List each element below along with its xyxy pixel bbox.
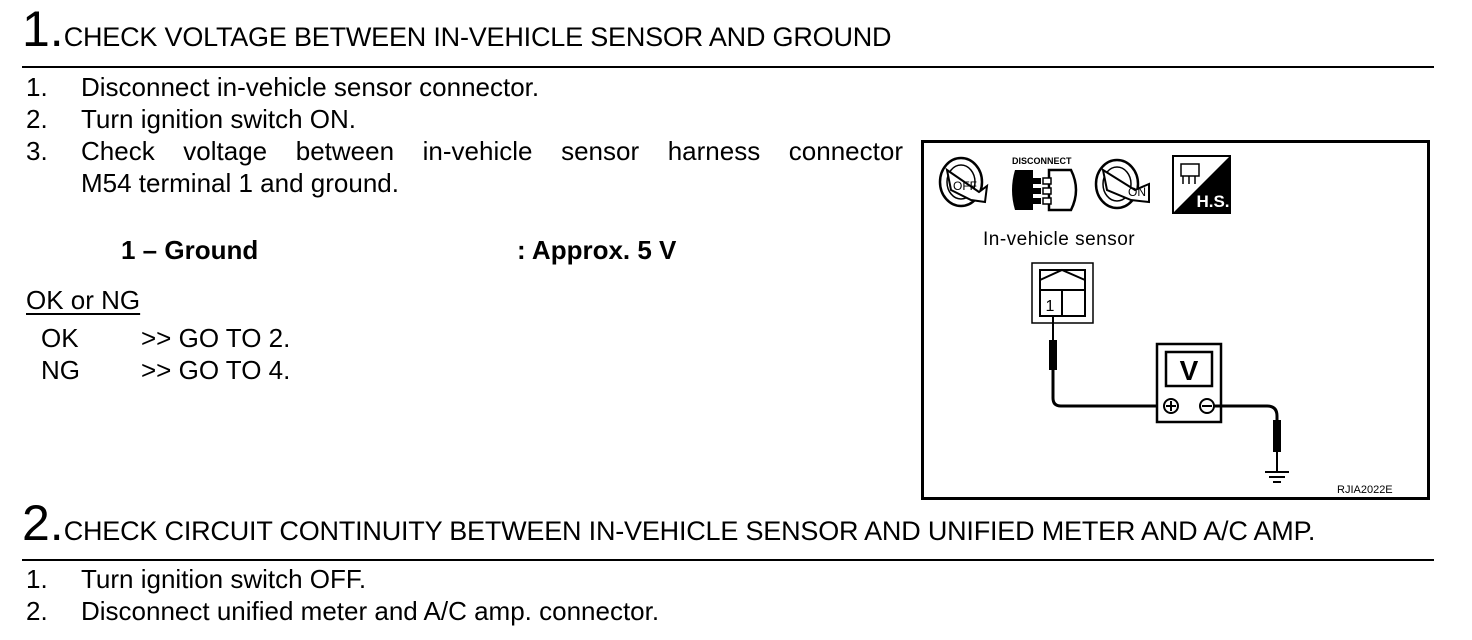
step-1-item-1-text: Disconnect in-vehicle sensor connector. — [81, 72, 540, 102]
step-2-item-2-number: 2. — [26, 596, 48, 626]
figure-caption: In-vehicle sensor — [983, 229, 1136, 250]
step-1-item-3-text-line-1: Check voltage between in-vehicle sensor … — [81, 136, 903, 166]
probe-negative — [1214, 404, 1281, 472]
step-1-divider — [22, 66, 1434, 68]
step-2-item-1-text: Turn ignition switch OFF. — [81, 564, 367, 594]
hs-label: H.S. — [1196, 192, 1229, 211]
step-1-item-2-text: Turn ignition switch ON. — [81, 104, 357, 134]
step-2-divider — [22, 559, 1434, 561]
step-1-item-1-number: 1. — [26, 72, 48, 102]
step-1-item-3-text-line-2: M54 terminal 1 and ground. — [81, 168, 399, 198]
step-1-title: CHECK VOLTAGE BETWEEN IN-VEHICLE SENSOR … — [63, 22, 892, 52]
spec-label: 1 – Ground — [121, 235, 259, 265]
step-2-item-1-number: 1. — [26, 564, 48, 594]
figure-code: RJIA2022E — [1337, 484, 1393, 496]
off-label: OFF — [953, 179, 977, 193]
step-2-heading: 2.CHECK CIRCUIT CONTINUITY BETWEEN IN-VE… — [22, 498, 1315, 548]
ok-label: OK — [41, 323, 79, 353]
voltmeter-icon: V — [1155, 342, 1223, 424]
step-2-item-2-text: Disconnect unified meter and A/C amp. co… — [81, 596, 660, 626]
ng-action-link[interactable]: >> GO TO 4. — [141, 355, 291, 385]
step-1-number: 1. — [22, 1, 64, 57]
spec-value: : Approx. 5 V — [517, 235, 677, 265]
step-1-heading: 1.CHECK VOLTAGE BETWEEN IN-VEHICLE SENSO… — [22, 1, 892, 57]
step-2-number: 2. — [22, 495, 64, 551]
disconnect-label: DISCONNECT — [1012, 156, 1072, 166]
on-label: ON — [1128, 185, 1146, 199]
sensor-connector: 1 — [1031, 262, 1094, 324]
step-2-title: CHECK CIRCUIT CONTINUITY BETWEEN IN-VEHI… — [63, 516, 1316, 546]
ignition-on-icon: ON — [1094, 158, 1150, 210]
terminal-label: 1 — [1046, 298, 1055, 315]
disconnect-connector-icon — [1012, 168, 1078, 212]
ng-label: NG — [41, 355, 80, 385]
wiring-figure-drawing: OFF ON H.S. 1 — [938, 155, 1289, 483]
ground-icon — [1265, 471, 1289, 483]
step-1-item-2-number: 2. — [26, 104, 48, 134]
step-1-item-3-number: 3. — [26, 136, 48, 166]
ignition-off-icon: OFF — [938, 156, 989, 208]
ok-action-link[interactable]: >> GO TO 2. — [141, 323, 291, 353]
harness-side-icon: H.S. — [1172, 155, 1231, 214]
ok-ng-heading: OK or NG — [26, 285, 141, 315]
probe-positive — [1049, 316, 1167, 408]
meter-label: V — [1180, 355, 1199, 386]
